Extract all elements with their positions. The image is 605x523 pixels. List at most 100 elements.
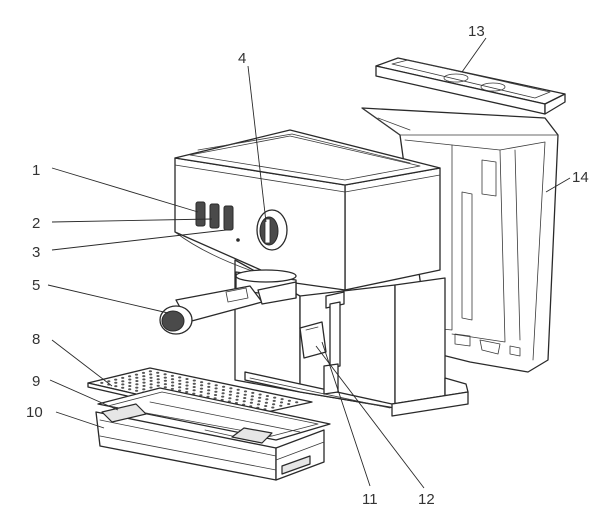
grid-hole (121, 383, 125, 386)
grid-hole (185, 387, 189, 390)
grid-hole (200, 381, 204, 384)
grid-hole (264, 405, 268, 407)
grid-hole (192, 389, 196, 392)
grid-hole (142, 384, 146, 387)
grid-hole (142, 388, 146, 391)
grid-hole (128, 375, 132, 378)
callout-8: 8 (32, 331, 40, 348)
grid-hole (149, 373, 153, 376)
grid-hole (185, 381, 189, 384)
grid-hole (107, 380, 111, 383)
grid-hole (163, 376, 167, 379)
grid-hole (156, 375, 160, 377)
leader-11 (321, 341, 371, 487)
grid-hole (121, 380, 125, 383)
callout-1: 1 (32, 162, 40, 179)
grid-hole (121, 376, 125, 379)
grid-hole (236, 388, 240, 391)
grid-hole (156, 378, 160, 381)
grid-hole (178, 382, 182, 385)
grid-hole (280, 398, 284, 401)
grid-hole (192, 379, 196, 382)
grid-hole (134, 373, 139, 376)
grid-hole (156, 381, 160, 384)
grid-hole (192, 386, 196, 388)
grid-hole (258, 396, 262, 399)
grid-hole (178, 389, 182, 392)
power-button (195, 201, 206, 227)
grid-hole (207, 382, 211, 385)
grid-hole (149, 379, 153, 382)
grid-hole (214, 390, 218, 393)
grid-hole (141, 371, 146, 374)
grid-hole (287, 403, 291, 405)
grid-hole (199, 387, 204, 390)
grid-hole (148, 370, 152, 373)
grid-hole (156, 384, 160, 387)
grid-hole (128, 378, 132, 381)
steam-wand (299, 291, 345, 395)
grid-hole (199, 394, 203, 397)
callout-labels: 1 2 3 4 5 8 9 10 11 12 13 14 (26, 23, 589, 508)
grid-hole (200, 384, 204, 387)
water-tank-lid (375, 57, 566, 115)
grid-hole (214, 387, 218, 390)
grid-hole (135, 376, 139, 379)
grid-hole (236, 392, 240, 395)
grid-hole (114, 385, 118, 388)
grid-hole (257, 400, 261, 403)
grid-hole (271, 406, 275, 409)
grid-hole (272, 399, 276, 402)
leader-8 (51, 339, 113, 387)
grid-hole (264, 401, 268, 404)
grid-hole (100, 381, 104, 384)
grid-hole (221, 392, 225, 395)
grid-hole (214, 384, 218, 387)
grid-hole (171, 381, 175, 384)
grid-hole (114, 378, 118, 381)
grid-hole (171, 384, 175, 387)
callout-13: 13 (468, 23, 485, 40)
drip-tray (95, 387, 331, 481)
grid-hole (149, 386, 153, 389)
grid-hole (142, 375, 146, 378)
grid-hole (170, 378, 175, 381)
leader-4 (247, 65, 267, 223)
grid-hole (185, 384, 189, 387)
grid-hole (265, 398, 269, 401)
grid-hole (258, 393, 262, 396)
grid-hole (149, 376, 153, 379)
grid-hole (135, 386, 139, 389)
leader-2 (51, 218, 213, 223)
grid-hole (222, 385, 226, 388)
leader-5 (47, 284, 169, 314)
grid-hole (170, 374, 174, 377)
steam-button (223, 205, 234, 231)
grid-hole (163, 379, 167, 382)
grid-hole (128, 388, 132, 391)
grid-hole (163, 383, 167, 386)
grid-hole (295, 401, 299, 404)
grid-hole (242, 400, 246, 403)
grid-hole (213, 394, 218, 396)
grid-hole (207, 385, 211, 388)
grid-hole (229, 387, 233, 390)
indicator-light (236, 238, 240, 242)
grid-hole (163, 373, 167, 376)
grid-hole (163, 386, 167, 389)
grid-hole (207, 389, 211, 392)
grid-hole (192, 392, 196, 395)
callout-9: 9 (32, 373, 40, 390)
grid-hole (221, 389, 225, 391)
callout-4: 4 (238, 50, 246, 67)
callout-5: 5 (32, 277, 40, 294)
leader-13 (461, 37, 487, 73)
grid-hole (199, 390, 203, 393)
grid-hole (156, 371, 160, 374)
callout-10: 10 (26, 404, 43, 421)
grid-hole (135, 380, 139, 382)
leader-9 (49, 379, 119, 411)
portafilter (159, 269, 297, 335)
